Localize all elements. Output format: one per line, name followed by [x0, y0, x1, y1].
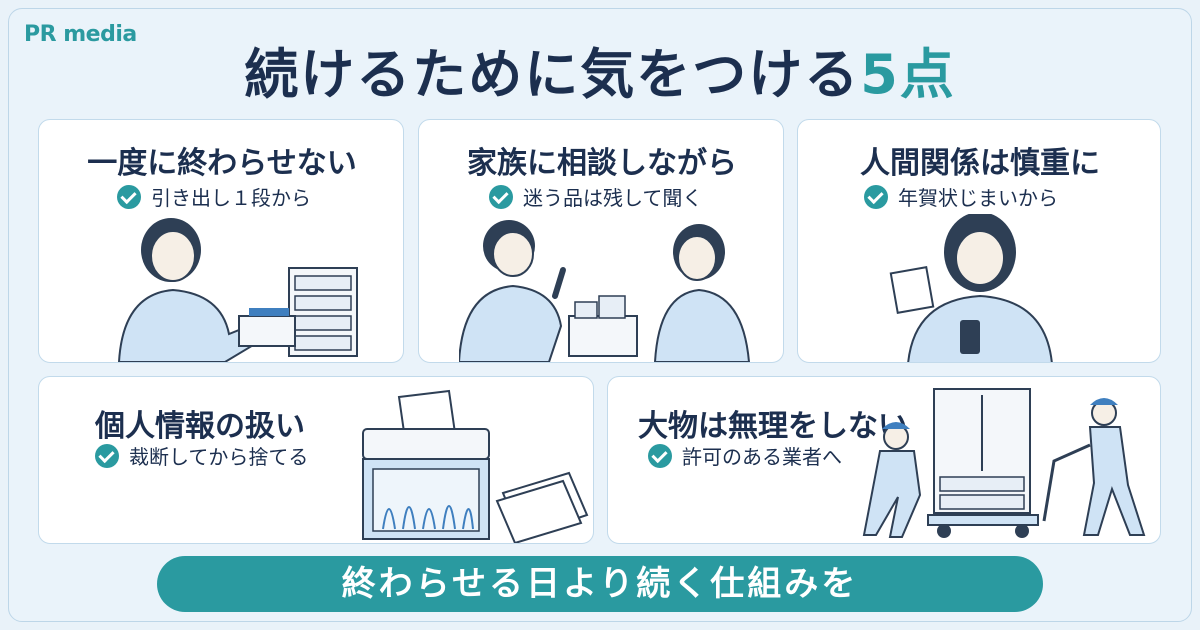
woman-organizing-drawer-illustration — [117, 218, 358, 362]
card-tip: 裁断してから捨てる — [95, 441, 308, 470]
check-circle-icon — [648, 443, 672, 468]
card-title: 家族に相談しながら — [467, 146, 737, 181]
card-tip-text: 許可のある業者へ — [682, 445, 842, 469]
title-number: 5点 — [860, 43, 956, 106]
bottom-banner: 終わらせる日より続く仕組みを — [157, 556, 1043, 612]
paper-shredder-illustration — [362, 389, 589, 543]
card-tip: 年賀状じまいから — [864, 182, 1058, 211]
tip-card-3: 人間関係は慎重に 年賀状じまいから — [797, 119, 1161, 363]
page-title: 続けるために気をつける5点 — [0, 30, 1200, 109]
tip-card-5: 大物は無理をしない 許可のある業者へ — [607, 376, 1161, 544]
card-tip: 迷う品は残して聞く — [489, 182, 702, 211]
card-tip-text: 迷う品は残して聞く — [523, 186, 703, 210]
card-title: 大物は無理をしない — [638, 409, 908, 444]
check-circle-icon — [864, 184, 888, 209]
card-tip-text: 年賀状じまいから — [898, 186, 1058, 210]
card-title: 個人情報の扱い — [95, 409, 305, 444]
card-tip-text: 裁断してから捨てる — [129, 445, 309, 469]
woman-reading-card-phone-illustration — [889, 214, 1053, 362]
movers-carrying-wardrobe-illustration — [862, 388, 1146, 538]
card-title: 人間関係は慎重に — [860, 146, 1100, 181]
couple-discussing-box-illustration — [459, 220, 751, 362]
tip-card-4: 個人情報の扱い 裁断してから捨てる — [38, 376, 594, 544]
tip-card-1: 一度に終わらせない 引き出し１段から — [38, 119, 404, 363]
card-title: 一度に終わらせない — [87, 146, 357, 181]
card-tip: 許可のある業者へ — [648, 441, 842, 470]
tip-card-2: 家族に相談しながら 迷う品は残して聞く — [418, 119, 784, 363]
check-circle-icon — [95, 443, 119, 468]
check-circle-icon — [489, 184, 513, 209]
card-tip-text: 引き出し１段から — [151, 186, 311, 210]
brand-logo: PR media — [24, 22, 137, 47]
card-tip: 引き出し１段から — [117, 182, 311, 211]
title-main: 続けるために気をつける — [244, 43, 861, 106]
check-circle-icon — [117, 184, 141, 209]
